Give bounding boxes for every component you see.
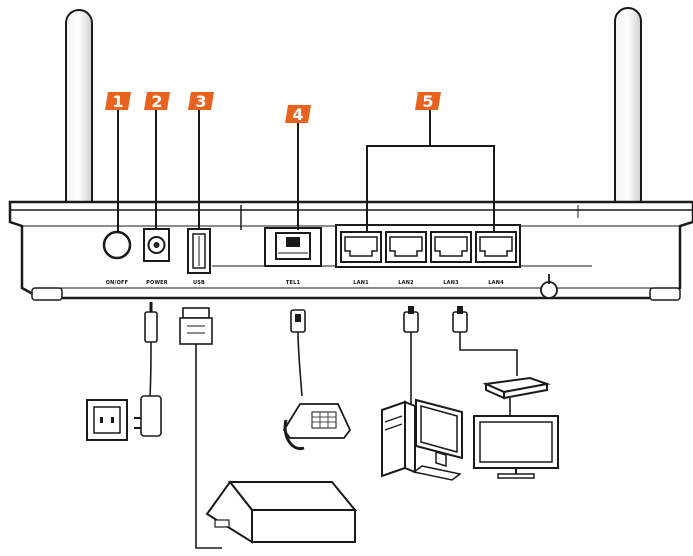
lan1-port (340, 231, 382, 263)
lan2-port (385, 231, 427, 263)
port-label-power: POWER (146, 280, 168, 286)
tel-port (264, 227, 322, 267)
port-label-usb: USB (193, 280, 205, 286)
callout-5: 5 (366, 92, 495, 232)
telephone (282, 403, 352, 451)
onoff-button (102, 230, 132, 260)
power-adapter (134, 302, 162, 437)
telephone-cable (290, 309, 306, 397)
callout-5-label: 5 (422, 92, 433, 111)
callout-4: 4 (285, 105, 311, 230)
port-label-lan3: LAN3 (443, 280, 459, 286)
callout-2: 2 (144, 92, 170, 229)
port-label-onoff: ON/OFF (106, 280, 129, 286)
lan4-port (475, 231, 517, 263)
port-label-lan2: LAN2 (398, 280, 414, 286)
lan-ports (335, 224, 521, 268)
power-port (143, 228, 170, 262)
callout-2-label: 2 (151, 92, 162, 111)
lan-cable-stb (452, 306, 518, 376)
desktop-computer (381, 398, 463, 481)
port-label-lan1: LAN1 (353, 280, 369, 286)
port-label-lan4: LAN4 (488, 280, 504, 286)
callout-3-label: 3 (195, 92, 206, 111)
wall-socket (86, 399, 128, 441)
television (473, 415, 559, 479)
ground-screw (540, 274, 558, 299)
usb-port (187, 228, 211, 274)
callout-4-label: 4 (292, 105, 303, 124)
set-top-box (482, 376, 551, 416)
callout-1-label: 1 (112, 92, 123, 111)
lan3-port (430, 231, 472, 263)
callout-1: 1 (105, 92, 131, 232)
usb-plug (179, 307, 222, 549)
callout-3: 3 (188, 92, 214, 229)
port-label-tel: TEL1 (286, 280, 301, 286)
usb-storage-device (205, 480, 358, 544)
